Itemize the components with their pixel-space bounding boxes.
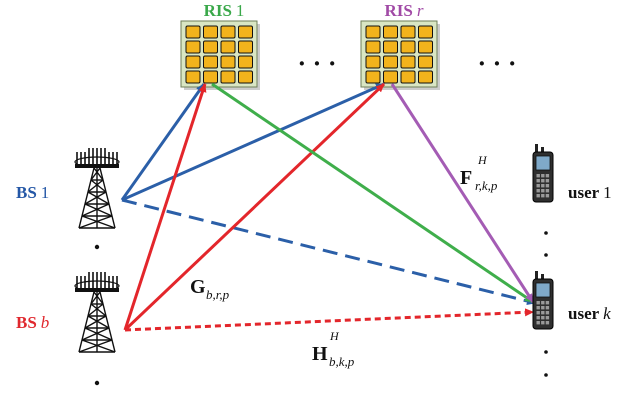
ris-element-tile <box>400 55 416 69</box>
ris-1-index: 1 <box>236 1 245 20</box>
ris-element-tile <box>400 25 416 39</box>
ris-element-tile <box>383 25 398 39</box>
channel-F-main: F <box>460 167 472 189</box>
channel-G-main: G <box>190 276 206 298</box>
link-risr-userk <box>390 83 535 303</box>
user-dots-3 <box>544 350 548 354</box>
ris-element-tile <box>383 55 398 69</box>
ris-element-tile <box>185 25 201 39</box>
link-bsb-userk-direct <box>124 308 534 332</box>
ris-element-tile <box>365 70 381 84</box>
ris-element-tile <box>418 55 433 69</box>
user-k-index: k <box>603 304 611 323</box>
ris-element-tile <box>400 70 416 84</box>
ris-element-tile <box>383 70 398 84</box>
bs-1-index: 1 <box>41 183 50 202</box>
ris-element-tile <box>418 25 433 39</box>
ris-element-tile <box>185 55 201 69</box>
ris-element-tile <box>365 40 381 54</box>
channel-H-main: H <box>312 343 328 365</box>
link-bsb-risr <box>123 82 386 332</box>
link-bs1-userk-direct <box>121 198 536 305</box>
user-phone-k <box>532 271 554 330</box>
link-bs1-ris1 <box>120 83 206 201</box>
channel-F-sup: H <box>477 153 488 167</box>
ris-panel-r <box>360 20 440 90</box>
channel-H-sub: b,k,p <box>329 354 355 369</box>
ris-element-tile <box>365 25 381 39</box>
bs-tower-1 <box>74 148 120 229</box>
user-phone-1 <box>532 144 554 203</box>
ris-element-tile <box>238 40 253 54</box>
channel-H-label: H H b,k,p <box>312 329 355 369</box>
ris-element-tile <box>203 70 218 84</box>
ris-r-index: r <box>417 1 424 20</box>
channel-G-label: G b,r,p <box>190 276 230 302</box>
user-dots-2 <box>544 253 548 257</box>
channel-F-label: F H r,k,p <box>460 153 498 193</box>
link-bs1-risr <box>121 82 385 202</box>
ris-element-tile <box>383 40 398 54</box>
channel-H-sup: H <box>329 329 340 343</box>
link-bsb-ris1 <box>123 83 207 331</box>
ris-element-tile <box>220 55 236 69</box>
bs-dots-1 <box>94 244 100 250</box>
user-dots-1 <box>544 231 548 235</box>
ris-element-tile <box>185 70 201 84</box>
user-1-index: 1 <box>603 183 612 202</box>
bs-dots-2 <box>94 380 100 386</box>
link-ris1-userk <box>211 82 534 304</box>
ris-element-tile <box>203 40 218 54</box>
ris-element-tile <box>220 70 236 84</box>
ris-element-tile <box>418 40 433 54</box>
ris-element-tile <box>203 55 218 69</box>
ris-ellipsis-middle: · · · <box>297 49 336 78</box>
ris-element-tile <box>238 55 253 69</box>
ris-1-prefix: RIS <box>204 1 232 20</box>
ris-element-tile <box>203 25 218 39</box>
bs-b-prefix: BS <box>16 313 37 332</box>
ris-element-tile <box>185 40 201 54</box>
ris-element-tile <box>220 25 236 39</box>
bs-tower-b <box>74 272 120 353</box>
ris-element-tile <box>220 40 236 54</box>
ris-panel-1 <box>180 20 260 90</box>
ris-r-prefix: RIS <box>385 1 413 20</box>
ris-element-tile <box>418 70 433 84</box>
channel-G-sub: b,r,p <box>206 287 230 302</box>
ris-element-tile <box>238 25 253 39</box>
user-1-prefix: user <box>568 183 600 202</box>
bs-1-prefix: BS <box>16 183 37 202</box>
ris-ellipsis-right: · · · <box>477 49 516 78</box>
user-k-prefix: user <box>568 304 600 323</box>
bs-b-index: b <box>41 313 50 332</box>
ris-element-tile <box>400 40 416 54</box>
user-dots-4 <box>544 373 548 377</box>
channel-F-sub: r,k,p <box>475 178 498 193</box>
ris-element-tile <box>238 70 253 84</box>
ris-element-tile <box>365 55 381 69</box>
